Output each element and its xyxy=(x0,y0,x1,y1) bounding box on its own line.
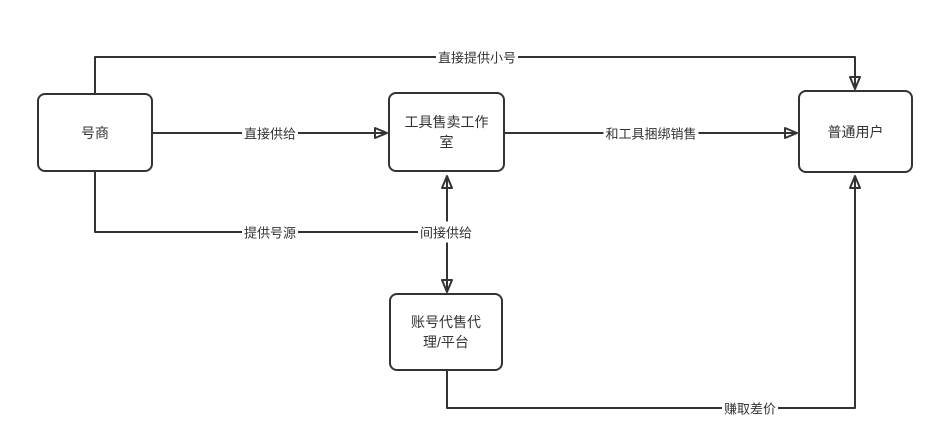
edge-label-direct-supply: 直接供给 xyxy=(241,122,299,144)
node-tool-studio-label-line1: 工具售卖工作 xyxy=(404,114,489,130)
node-resale-agency-platform: 账号代售代 理/平台 xyxy=(389,293,503,371)
node-ordinary-user-label: 普通用户 xyxy=(827,123,884,140)
node-resale-agency-platform-label-line2: 理/平台 xyxy=(423,334,469,350)
edge-label-bundle-sale: 和工具捆绑销售 xyxy=(603,122,699,144)
edge-label-earn-margin: 赚取差价 xyxy=(721,397,779,419)
node-tool-studio-label-line2: 室 xyxy=(439,134,454,150)
node-resale-agency-platform-label-line1: 账号代售代 xyxy=(411,314,481,330)
node-account-dealer-label: 号商 xyxy=(81,124,109,141)
edge-earn-margin-arrow xyxy=(446,175,861,409)
edge-label-indirect-supply: 间接供给 xyxy=(417,221,475,243)
node-ordinary-user: 普通用户 xyxy=(798,90,913,173)
node-account-dealer: 号商 xyxy=(37,93,153,172)
edge-label-direct-provide: 直接提供小号 xyxy=(435,46,519,68)
edge-label-provide-source: 提供号源 xyxy=(241,221,299,243)
node-tool-studio: 工具售卖工作 室 xyxy=(388,92,505,172)
